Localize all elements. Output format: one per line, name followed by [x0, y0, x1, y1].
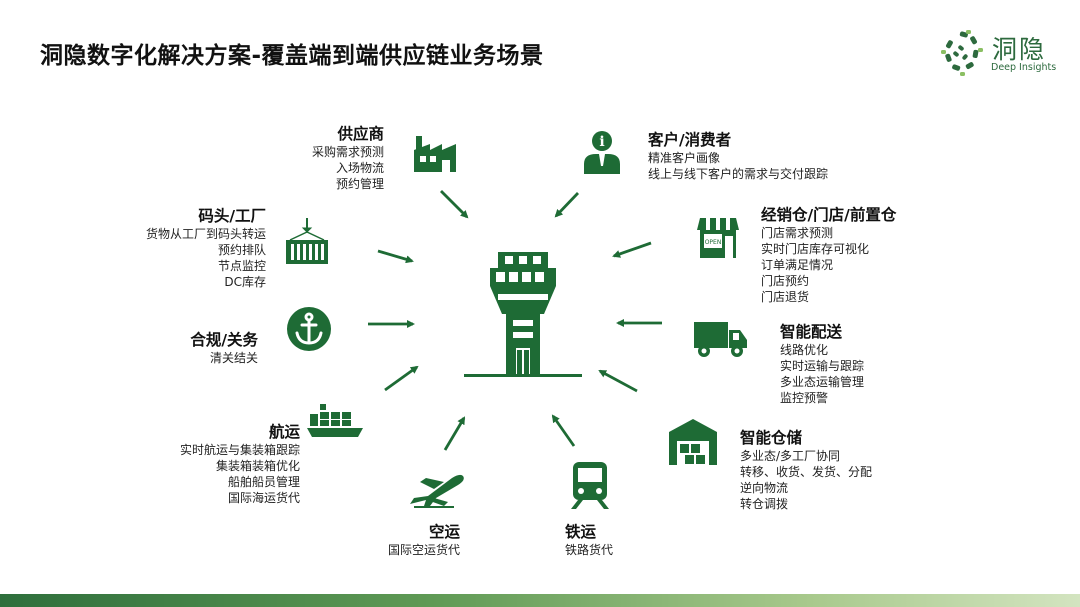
group-delivery: 智能配送 线路优化 实时运输与跟踪 多业态运输管理 监控预警	[780, 322, 930, 406]
svg-text:OPEN: OPEN	[705, 239, 722, 246]
logo-name-cn: 洞隐	[992, 35, 1047, 64]
arrow-supplier	[440, 190, 469, 219]
list-item: 订单满足情况	[761, 258, 834, 272]
list-item: 精准客户画像	[648, 151, 721, 165]
anchor-icon	[287, 307, 331, 351]
group-air: 空运 国际空运货代	[352, 522, 460, 558]
arrow-store	[612, 241, 652, 258]
train-icon	[571, 462, 609, 509]
ship-icon	[307, 404, 363, 437]
list-item: DC库存	[224, 275, 266, 289]
arrow-shipping	[384, 365, 419, 392]
svg-text:i: i	[599, 134, 604, 150]
list-item: 船舶船员管理	[227, 475, 300, 489]
list-item: 实时门店库存可视化	[761, 242, 870, 256]
arrow-customer	[554, 192, 580, 218]
list-item: 实时运输与跟踪	[780, 359, 865, 373]
page-title: 洞隐数字化解决方案-覆盖端到端供应链业务场景	[40, 43, 544, 69]
logo-mark-icon	[941, 30, 983, 76]
list-item: 实时航运与集装箱跟踪	[179, 443, 300, 457]
group-rail: 铁运 铁路货代	[565, 522, 665, 558]
list-item: 清关结关	[209, 351, 258, 365]
list-item: 货物从工厂到码头转运	[145, 227, 266, 241]
list-item: 门店退货	[761, 290, 810, 304]
group-title: 客户/消费者	[648, 131, 732, 149]
control-tower-icon	[464, 252, 582, 377]
warehouse-icon	[669, 419, 717, 465]
list-item: 门店需求预测	[761, 226, 834, 240]
logo-name-en: Deep Insights	[991, 62, 1057, 73]
list-item: 国际海运货代	[227, 491, 300, 505]
group-title: 供应商	[337, 125, 384, 143]
arrow-warehouse	[598, 369, 638, 393]
group-title: 空运	[428, 523, 460, 541]
list-item: 预约排队	[217, 243, 266, 257]
store-icon: OPEN	[697, 218, 739, 258]
group-supplier: 供应商 采购需求预测 入场物流 预约管理	[270, 124, 384, 192]
container-crane-icon	[286, 218, 328, 264]
factory-icon	[414, 136, 456, 172]
truck-icon	[694, 322, 747, 357]
customer-info-icon: i	[584, 131, 620, 174]
arrow-port	[377, 249, 414, 264]
list-item: 预约管理	[335, 177, 384, 191]
group-title: 铁运	[565, 523, 597, 541]
list-item: 转仓调拨	[740, 497, 789, 511]
group-warehouse: 智能仓储 多业态/多工厂协同 转移、收货、发货、分配 逆向物流 转仓调拨	[740, 428, 910, 512]
group-customs: 合规/关务 清关结关	[150, 330, 258, 366]
arrow-air	[443, 416, 466, 451]
list-item: 国际空运货代	[387, 543, 460, 557]
list-item: 线上与线下客户的需求与交付跟踪	[648, 167, 829, 181]
list-item: 集装箱装箱优化	[215, 459, 300, 473]
list-item: 门店预约	[761, 274, 810, 288]
group-title: 智能仓储	[740, 429, 803, 447]
list-item: 多业态运输管理	[780, 375, 865, 389]
group-store: 经销仓/门店/前置仓 门店需求预测 实时门店库存可视化 订单满足情况 门店预约 …	[761, 205, 941, 305]
list-item: 采购需求预测	[311, 145, 384, 159]
arrow-rail	[551, 414, 576, 447]
list-item: 入场物流	[335, 161, 384, 175]
group-title: 码头/工厂	[198, 207, 266, 225]
group-title: 经销仓/门店/前置仓	[761, 206, 897, 224]
list-item: 监控预警	[780, 391, 829, 405]
group-port: 码头/工厂 货物从工厂到码头转运 预约排队 节点监控 DC库存	[110, 206, 266, 290]
group-title: 合规/关务	[190, 331, 258, 349]
list-item: 节点监控	[217, 259, 266, 273]
bottom-gradient-bar	[0, 594, 1080, 607]
list-item: 多业态/多工厂协同	[740, 449, 841, 463]
list-item: 转移、收货、发货、分配	[740, 465, 873, 479]
group-title: 航运	[268, 423, 300, 441]
airplane-icon	[410, 474, 464, 508]
group-customer: 客户/消费者 精准客户画像 线上与线下客户的需求与交付跟踪	[648, 130, 868, 182]
list-item: 线路优化	[780, 343, 829, 357]
group-shipping: 航运 实时航运与集装箱跟踪 集装箱装箱优化 船舶船员管理 国际海运货代	[140, 422, 300, 506]
logo: 洞隐 Deep Insights	[940, 28, 1065, 80]
list-item: 铁路货代	[565, 543, 614, 557]
group-title: 智能配送	[780, 323, 843, 341]
list-item: 逆向物流	[740, 481, 789, 495]
